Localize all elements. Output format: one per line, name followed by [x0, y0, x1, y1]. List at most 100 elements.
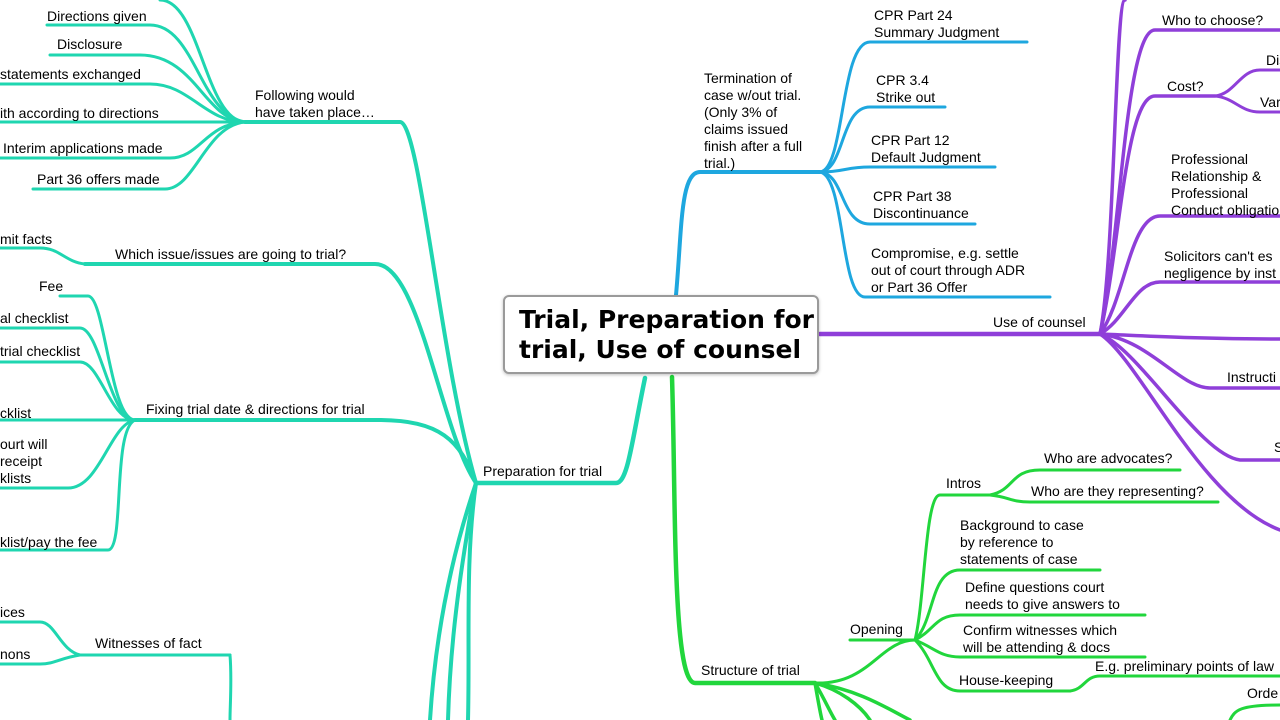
- leaf-following[interactable]: ith according to directions: [0, 105, 159, 121]
- connector-line: [813, 638, 917, 685]
- connector-line: [674, 170, 822, 297]
- connector-line: [243, 120, 478, 485]
- structure-branch-lines: [669, 374, 1280, 720]
- leaf-opening[interactable]: Confirm witnesses which will be attendin…: [963, 622, 1118, 655]
- subtopic-witnesses-of-fact[interactable]: Witnesses of fact: [95, 635, 202, 651]
- connector-line: [133, 418, 478, 485]
- termination-branch-lines: [674, 40, 1052, 299]
- leaf-intros[interactable]: Who are advocates?: [1044, 450, 1173, 466]
- connector-line: [913, 613, 1147, 642]
- subtopic-opening[interactable]: Opening: [850, 621, 903, 637]
- subtopic-following-would-have-taken-place[interactable]: Following would have taken place…: [255, 87, 375, 120]
- connector-line: [913, 568, 1102, 642]
- leaf-following[interactable]: Directions given: [47, 8, 147, 24]
- leaf-witnesses[interactable]: ices: [0, 604, 25, 620]
- connector-line: [228, 653, 233, 720]
- topic-preparation-for-trial[interactable]: Preparation for trial: [483, 463, 603, 479]
- central-topic-title: Trial, Preparation for trial, Use of cou…: [519, 305, 814, 364]
- leaf-following[interactable]: statements exchanged: [0, 66, 141, 82]
- leaf-following[interactable]: Interim applications made: [3, 140, 163, 156]
- connector-line: [45, 23, 247, 124]
- subtopic-intros[interactable]: Intros: [946, 475, 982, 491]
- leaf-witnesses[interactable]: nons: [0, 646, 31, 662]
- leaf-termination[interactable]: CPR Part 12 Default Judgment: [871, 132, 981, 165]
- connector-line: [1213, 68, 1280, 98]
- subtopic-which-issues-to-trial[interactable]: Which issue/issues are going to trial?: [115, 246, 347, 262]
- subtopic-fixing-trial-date[interactable]: Fixing trial date & directions for trial: [146, 401, 365, 417]
- connector-line: [988, 493, 1220, 504]
- connector-line: [818, 170, 977, 226]
- connector-line: [83, 262, 478, 485]
- leaf-fixing[interactable]: al checklist: [0, 310, 69, 326]
- topic-termination-without-trial[interactable]: Termination of case w/out trial. (Only 3…: [704, 70, 803, 171]
- connector-line: [0, 418, 137, 552]
- connector-line: [473, 375, 648, 486]
- connector-line: [1098, 332, 1280, 532]
- subtopic-instructions[interactable]: Instructi: [1227, 369, 1277, 385]
- connector-line: [669, 374, 818, 686]
- connector-line: [818, 105, 947, 174]
- connector-line: [0, 418, 137, 490]
- preparation-branch-lines: [0, 0, 648, 720]
- connector-line: [1098, 280, 1280, 336]
- connector-line: [428, 481, 478, 720]
- connector-line: [813, 681, 824, 720]
- connector-line: [913, 638, 1072, 693]
- connector-line: [1098, 332, 1280, 341]
- leaf-order[interactable]: Orde: [1247, 685, 1279, 701]
- connector-line: [988, 468, 1182, 497]
- subtopic-counsel-cut[interactable]: S: [1274, 439, 1280, 455]
- leaf-cost[interactable]: Var: [1260, 94, 1280, 110]
- leaf-fixing[interactable]: cklist: [0, 405, 32, 421]
- leaf-following[interactable]: Part 36 offers made: [37, 171, 160, 187]
- leaf-termination[interactable]: CPR 3.4 Strike out: [876, 72, 936, 105]
- connector-line: [0, 360, 137, 422]
- connector-line: [1098, 94, 1217, 336]
- connector-line: [0, 620, 82, 657]
- subtopic-solicitors-cant-escape[interactable]: Solicitors can't es negligence by inst: [1164, 248, 1277, 281]
- leaf-house-keeping[interactable]: E.g. preliminary points of law: [1095, 658, 1274, 674]
- connector-line: [818, 40, 1029, 174]
- connector-line: [818, 165, 997, 174]
- leaf-fixing[interactable]: trial checklist: [0, 343, 81, 359]
- connector-line: [158, 0, 247, 124]
- leaf-fixing[interactable]: klist/pay the fee: [0, 534, 98, 550]
- leaf-termination[interactable]: CPR Part 24 Summary Judgment: [874, 7, 1000, 40]
- topic-structure-of-trial[interactable]: Structure of trial: [701, 662, 800, 678]
- connector-line: [0, 653, 82, 666]
- connector-line: [1098, 0, 1127, 336]
- subtopic-house-keeping[interactable]: House-keeping: [959, 672, 1054, 688]
- connector-line: [818, 170, 1052, 299]
- leaf-cost[interactable]: Dis: [1266, 52, 1280, 68]
- connector-line: [446, 481, 478, 720]
- connector-line: [1098, 332, 1280, 462]
- leaf-fixing[interactable]: Fee: [39, 278, 64, 294]
- connector-line: [0, 246, 87, 266]
- connector-line: [31, 120, 247, 191]
- topic-use-of-counsel[interactable]: Use of counsel: [993, 314, 1086, 330]
- connector-line: [1098, 332, 1280, 390]
- connector-line: [0, 326, 137, 422]
- connector-line: [1098, 214, 1280, 336]
- leaf-fixing[interactable]: ourt will receipt klists: [0, 436, 48, 486]
- leaf-termination[interactable]: Compromise, e.g. settle out of court thr…: [871, 245, 1026, 295]
- connector-line: [913, 493, 992, 642]
- connector-line: [1228, 703, 1280, 720]
- leaf-following[interactable]: Disclosure: [57, 36, 123, 52]
- central-topic[interactable]: Trial, Preparation for trial, Use of cou…: [503, 295, 819, 374]
- connector-line: [813, 681, 912, 720]
- leaf-opening[interactable]: Background to case by reference to state…: [960, 517, 1084, 567]
- subtopic-who-to-choose[interactable]: Who to choose?: [1162, 12, 1264, 28]
- connector-line: [48, 53, 247, 124]
- leaf-termination[interactable]: CPR Part 38 Discontinuance: [873, 188, 969, 221]
- connector-line: [0, 82, 247, 124]
- connector-line: [913, 638, 1147, 659]
- leaf-issues[interactable]: mit facts: [0, 231, 53, 247]
- subtopic-professional-relationship[interactable]: Professional Relationship & Professional…: [1171, 151, 1280, 218]
- subtopic-cost[interactable]: Cost?: [1167, 78, 1204, 94]
- leaf-opening[interactable]: Define questions court needs to give ans…: [965, 579, 1120, 612]
- leaf-intros[interactable]: Who are they representing?: [1031, 483, 1204, 499]
- counsel-branch-lines: [817, 0, 1280, 532]
- connector-line: [1213, 94, 1280, 114]
